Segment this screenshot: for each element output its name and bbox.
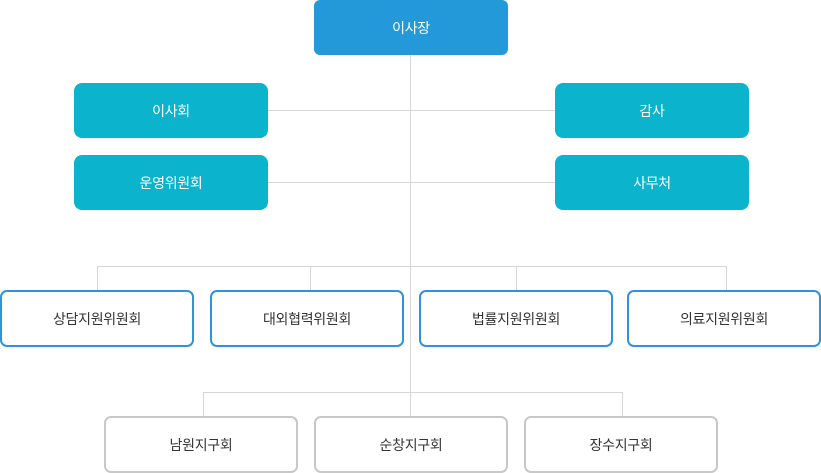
node-committee-legal: 법률지원위원회 xyxy=(419,290,613,347)
node-committee-external-relations-label: 대외협력위원회 xyxy=(262,311,352,328)
node-board-of-directors-label: 이사회 xyxy=(152,103,190,120)
node-district-jangsu-label: 장수지구회 xyxy=(589,437,653,454)
node-committee-counseling: 상담지원위원회 xyxy=(0,290,194,347)
node-committee-legal-label: 법률지원위원회 xyxy=(471,311,561,328)
node-district-sunchang: 순창지구회 xyxy=(314,416,508,473)
node-committee-counseling-label: 상담지원위원회 xyxy=(52,311,142,328)
node-secretariat-label: 사무처 xyxy=(633,175,671,192)
node-chairman-label: 이사장 xyxy=(392,20,430,37)
node-steering-committee-label: 운영위원회 xyxy=(139,175,203,192)
node-audit-label: 감사 xyxy=(639,103,665,120)
node-audit: 감사 xyxy=(555,83,749,138)
node-secretariat: 사무처 xyxy=(555,155,749,210)
node-district-namwon: 남원지구회 xyxy=(104,416,298,473)
node-steering-committee: 운영위원회 xyxy=(74,155,268,210)
node-committee-medical-label: 의료지원위원회 xyxy=(679,311,769,328)
node-board-of-directors: 이사회 xyxy=(74,83,268,138)
node-district-jangsu: 장수지구회 xyxy=(524,416,718,473)
node-district-namwon-label: 남원지구회 xyxy=(169,437,233,454)
node-committee-external-relations: 대외협력위원회 xyxy=(210,290,404,347)
node-committee-medical: 의료지원위원회 xyxy=(627,290,821,347)
node-district-sunchang-label: 순창지구회 xyxy=(379,437,443,454)
node-chairman: 이사장 xyxy=(314,0,508,55)
